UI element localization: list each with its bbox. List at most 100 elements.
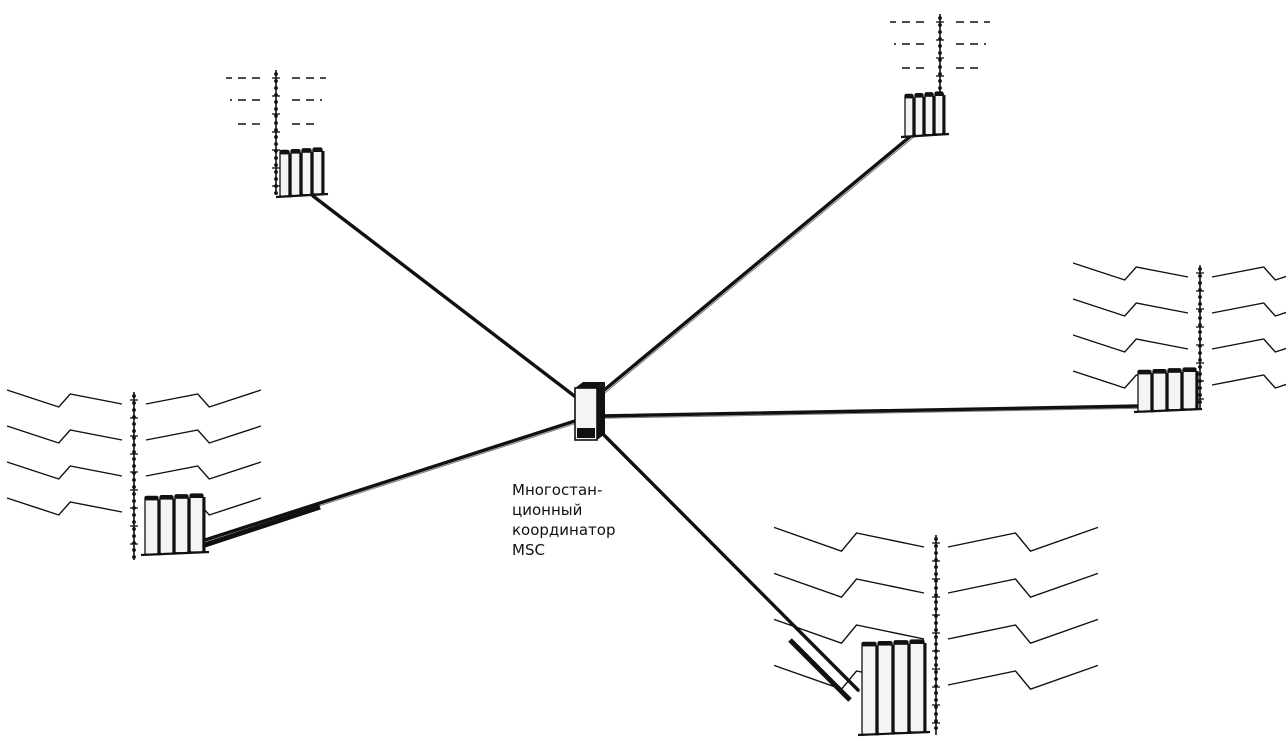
cabinet-top bbox=[925, 92, 933, 97]
cabinet-side bbox=[943, 95, 946, 135]
tower-bead bbox=[132, 464, 136, 468]
radio-wave-icon bbox=[145, 461, 262, 480]
msc-label: Многостан- ционный координатор MSC bbox=[512, 480, 642, 560]
tower-bead bbox=[934, 719, 938, 723]
link-bs-top-left bbox=[311, 194, 579, 400]
tower-bead bbox=[132, 492, 136, 496]
cabinet bbox=[312, 147, 323, 195]
tower-bead bbox=[274, 128, 278, 132]
tower-bead bbox=[934, 642, 938, 646]
cabinet-side bbox=[1181, 371, 1184, 411]
msc-label-line-1: Многостан- bbox=[512, 481, 603, 499]
tower-bead bbox=[132, 485, 136, 489]
tower-bead bbox=[938, 72, 942, 76]
tower-bead bbox=[132, 457, 136, 461]
cabinet bbox=[909, 639, 925, 733]
cabinet-top bbox=[862, 642, 876, 647]
tower-bead bbox=[938, 86, 942, 90]
radio-wave-icon bbox=[1211, 338, 1286, 353]
cabinet-side bbox=[300, 152, 303, 197]
tower-bead bbox=[1198, 400, 1202, 404]
tower-bead bbox=[274, 107, 278, 111]
cabinet-side bbox=[289, 153, 292, 198]
tower-bead bbox=[934, 691, 938, 695]
cabinet bbox=[924, 92, 934, 136]
link-bs-left bbox=[203, 418, 580, 542]
tower-bead bbox=[934, 579, 938, 583]
cabinet-top bbox=[175, 494, 188, 499]
cabinet bbox=[301, 148, 312, 196]
tower-bead bbox=[274, 72, 278, 76]
tower-bead bbox=[1198, 365, 1202, 369]
tower-bead bbox=[1198, 358, 1202, 362]
tower-bead bbox=[132, 555, 136, 559]
tower-bead bbox=[938, 51, 942, 55]
tower-bead bbox=[274, 121, 278, 125]
msc-label-line-3: координатор bbox=[512, 521, 616, 539]
cabinet-top bbox=[915, 93, 923, 98]
radio-wave-icon bbox=[773, 618, 925, 645]
cabinet-side bbox=[892, 644, 895, 735]
cabinet bbox=[893, 640, 909, 734]
base-station-icon bbox=[1133, 367, 1203, 414]
tower-bead bbox=[132, 499, 136, 503]
tower-bead bbox=[938, 16, 942, 20]
towers-group bbox=[6, 14, 1286, 735]
tower-bead bbox=[132, 534, 136, 538]
radio-wave-icon bbox=[145, 425, 262, 444]
tower-bead bbox=[934, 565, 938, 569]
cabinet-top bbox=[935, 92, 943, 96]
radio-wave-icon bbox=[1072, 334, 1189, 353]
tower-bs-top-left bbox=[226, 70, 326, 195]
link-shadow-bs-top-left bbox=[314, 197, 579, 401]
tower-bead bbox=[934, 712, 938, 716]
radio-wave-icon bbox=[145, 389, 262, 408]
radio-wave-icon bbox=[1211, 266, 1286, 281]
link-heavy-bs-bottom-right bbox=[788, 638, 852, 702]
tower-bead bbox=[1198, 267, 1202, 271]
cabinet-side bbox=[203, 497, 206, 553]
tower-bead bbox=[938, 44, 942, 48]
cabinet-side bbox=[924, 643, 927, 733]
tower-bead bbox=[938, 30, 942, 34]
tower-bead bbox=[274, 156, 278, 160]
cabinet bbox=[904, 93, 914, 138]
tower-bead bbox=[934, 677, 938, 681]
tower-bead bbox=[934, 551, 938, 555]
tower-bead bbox=[1198, 372, 1202, 376]
link-shadow-bs-bottom-right bbox=[596, 427, 860, 693]
cabinet-side bbox=[913, 97, 916, 138]
cabinet-side bbox=[876, 645, 879, 736]
tower-bs-bottom-right bbox=[773, 526, 1099, 735]
tower-bead bbox=[132, 436, 136, 440]
radio-wave-icon bbox=[1072, 298, 1189, 317]
cabinet-top bbox=[145, 496, 158, 501]
tower-bead bbox=[1198, 281, 1202, 285]
cabinet-top bbox=[894, 640, 908, 645]
cabinet-top bbox=[280, 150, 289, 155]
cabinet-base bbox=[900, 132, 950, 139]
cabinet bbox=[279, 149, 290, 198]
tower-bead bbox=[132, 429, 136, 433]
msc-label-line-4: MSC bbox=[512, 541, 545, 559]
cabinet bbox=[861, 641, 877, 736]
tower-bead bbox=[934, 621, 938, 625]
tower-bead bbox=[934, 670, 938, 674]
radio-wave-icon bbox=[947, 618, 1099, 645]
cabinet-side bbox=[188, 497, 191, 554]
tower-bead bbox=[132, 408, 136, 412]
cabinet-top bbox=[1183, 368, 1196, 372]
radio-wave-icon bbox=[773, 526, 925, 553]
cabinet-top bbox=[190, 494, 203, 498]
msc-base bbox=[577, 428, 595, 438]
link-bs-right bbox=[598, 404, 1142, 418]
tower-bead bbox=[938, 65, 942, 69]
tower-bead bbox=[938, 79, 942, 83]
radio-wave-icon bbox=[947, 572, 1099, 599]
cabinet-side bbox=[923, 96, 926, 137]
tower-bead bbox=[1198, 302, 1202, 306]
links-group bbox=[203, 133, 1142, 702]
cabinet-top bbox=[910, 640, 924, 644]
radio-wave-icon bbox=[6, 497, 123, 516]
msc-side bbox=[597, 382, 605, 440]
